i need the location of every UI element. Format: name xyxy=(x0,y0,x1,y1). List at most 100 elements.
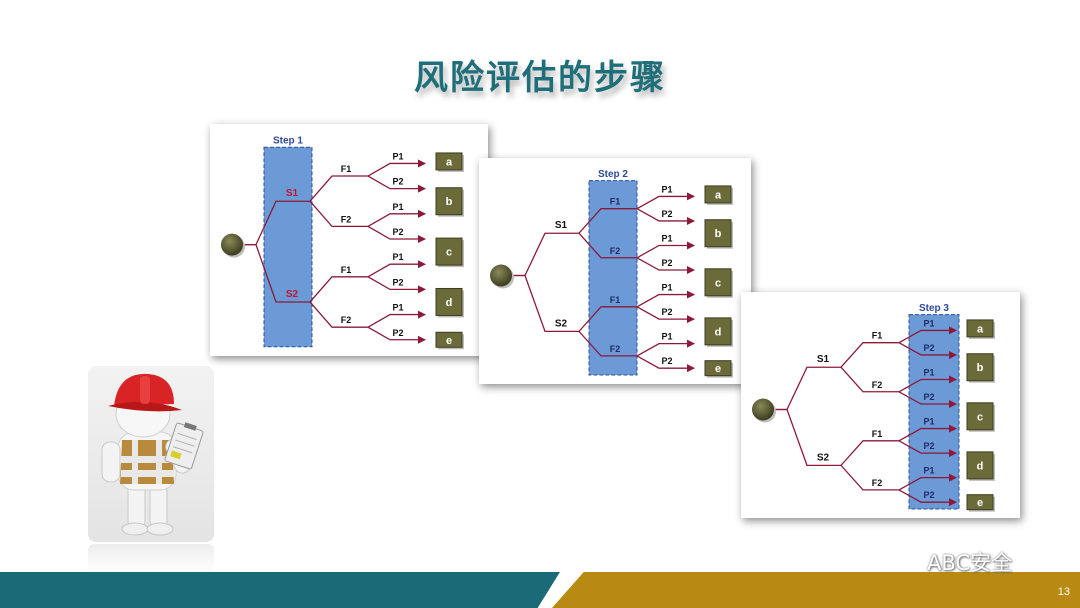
branch-arrow xyxy=(898,489,957,507)
outcome-label: e xyxy=(715,363,721,375)
branch-arrow xyxy=(898,473,957,491)
branch-arrow xyxy=(636,208,695,225)
f-label: F1 xyxy=(610,295,621,305)
outcome-label: e xyxy=(446,335,452,347)
outcome-box xyxy=(435,187,463,216)
branch-arrow xyxy=(898,326,957,344)
branch-arrow xyxy=(367,276,426,294)
root-node xyxy=(490,264,512,287)
p-label: P2 xyxy=(661,258,672,268)
outcome-box xyxy=(704,317,732,346)
root-node xyxy=(752,398,774,421)
outcome-label: e xyxy=(977,497,983,509)
p-label: P2 xyxy=(923,441,934,451)
branch-line xyxy=(512,232,579,277)
outcome-box xyxy=(966,494,994,511)
step-label: Step 1 xyxy=(273,136,303,147)
branch-line xyxy=(309,301,368,328)
p-label: P2 xyxy=(661,307,672,317)
root-node xyxy=(221,233,243,256)
footer-band-teal xyxy=(0,572,560,608)
p-label: P1 xyxy=(392,252,403,262)
branch-arrow xyxy=(636,355,695,373)
watermark-text: ABC安全 xyxy=(927,551,1013,575)
branch-arrow xyxy=(367,209,426,227)
branch-line xyxy=(243,243,310,303)
branch-arrow xyxy=(636,257,695,275)
branch-line xyxy=(774,366,841,411)
outcome-box xyxy=(966,402,994,431)
outcome-box xyxy=(704,185,732,204)
p-label: P2 xyxy=(923,490,934,500)
p-label: P2 xyxy=(392,177,403,187)
s-label: S2 xyxy=(817,452,830,463)
page-number: 13 xyxy=(1057,586,1070,598)
outcome-label: c xyxy=(446,247,452,259)
outcome-box xyxy=(435,287,463,316)
outcome-box xyxy=(966,319,994,338)
branch-line xyxy=(578,232,637,259)
p-label: P1 xyxy=(661,283,672,293)
outcome-box xyxy=(435,331,463,348)
p-label: P2 xyxy=(392,227,403,237)
branch-line xyxy=(309,175,368,202)
p-label: P2 xyxy=(392,277,403,287)
f-label: F2 xyxy=(341,315,352,325)
branch-line xyxy=(840,342,899,368)
outcome-label: d xyxy=(715,326,722,338)
step-label: Step 2 xyxy=(598,169,628,180)
p-label: P1 xyxy=(661,233,672,243)
p-label: P1 xyxy=(923,367,934,377)
f-label: F2 xyxy=(872,380,883,390)
s-label: S1 xyxy=(817,354,830,365)
branch-arrow xyxy=(367,260,426,278)
branch-arrow xyxy=(367,225,426,244)
outcome-label: a xyxy=(715,189,722,201)
branch-line xyxy=(840,366,899,393)
branch-arrow xyxy=(367,326,426,344)
worker-reflection xyxy=(88,544,214,574)
wechat-icon xyxy=(896,552,923,572)
branch-line xyxy=(309,276,368,303)
p-label: P1 xyxy=(392,202,403,212)
outcome-label: d xyxy=(977,460,984,472)
f-label: F1 xyxy=(341,164,352,174)
footer-band-gold xyxy=(552,572,1080,608)
watermark: ABC安全 xyxy=(895,547,1012,577)
f-label: F1 xyxy=(610,197,621,207)
outcome-label: b xyxy=(715,228,722,240)
branch-line xyxy=(578,208,637,234)
step-label: Step 3 xyxy=(919,303,949,314)
branch-arrow xyxy=(898,342,957,359)
outcome-label: d xyxy=(446,297,453,309)
f-label: F2 xyxy=(610,344,621,354)
outcome-label: c xyxy=(977,411,983,423)
outcome-box xyxy=(704,268,732,297)
branch-arrow xyxy=(636,339,695,357)
p-label: P1 xyxy=(661,332,672,342)
branch-arrow xyxy=(367,310,426,328)
p-label: P1 xyxy=(923,417,934,427)
branch-line xyxy=(578,330,637,357)
outcome-label: b xyxy=(977,362,984,374)
s-label: S1 xyxy=(555,220,568,231)
p-label: P2 xyxy=(923,343,934,353)
branch-line xyxy=(512,274,579,333)
branch-arrow xyxy=(636,241,695,259)
outcome-box xyxy=(966,451,994,480)
f-label: F1 xyxy=(872,331,883,341)
p-label: P1 xyxy=(392,151,403,161)
p-label: P1 xyxy=(923,466,934,476)
s-label: S2 xyxy=(286,289,299,300)
worker-illustration xyxy=(88,366,214,542)
p-label: P2 xyxy=(392,328,403,338)
outcome-label: a xyxy=(446,156,453,168)
p-label: P2 xyxy=(923,392,934,402)
branch-arrow xyxy=(367,175,426,193)
outcome-box xyxy=(704,219,732,248)
outcome-label: a xyxy=(977,323,984,335)
branch-line xyxy=(578,306,637,332)
